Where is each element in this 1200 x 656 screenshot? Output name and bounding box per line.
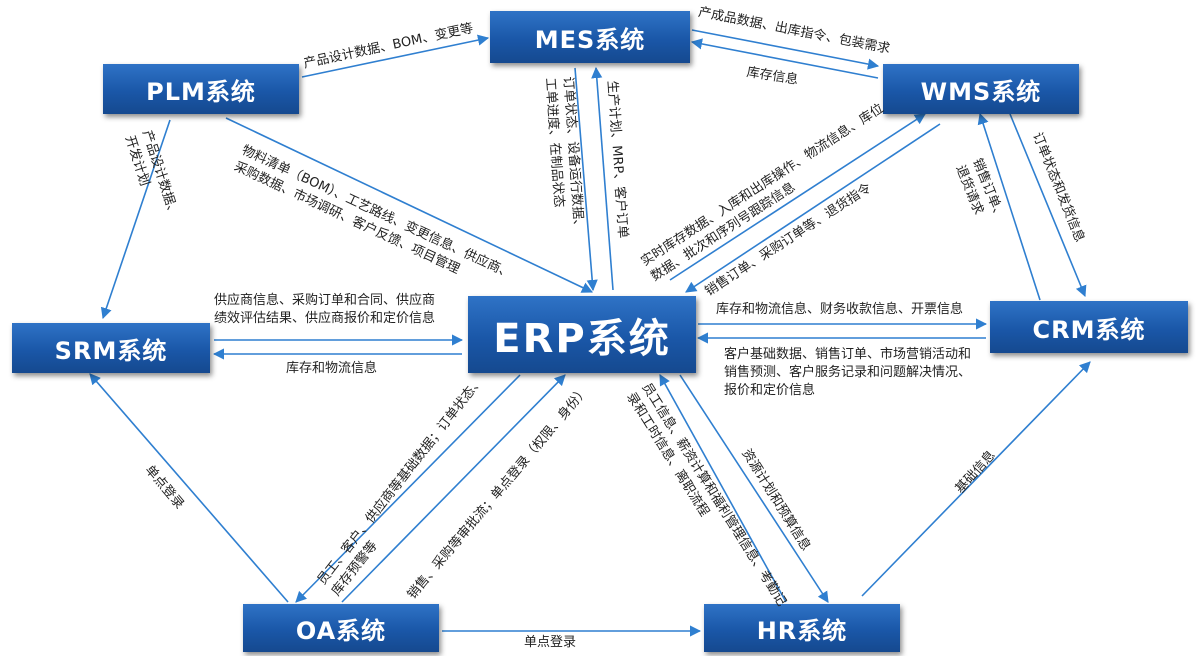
arrow-wms-mes [690,38,879,79]
plm-system-box[interactable]: PLM系统 [103,64,299,114]
label-crm-erp: 客户基础数据、销售订单、市场营销活动和 销售预测、客户服务记录和问题解决情况、 … [724,346,971,400]
label-crm-erp-line-2: 销售预测、客户服务记录和问题解决情况、 [724,365,972,380]
label-erp-srm: 库存和物流信息 [286,361,378,376]
label-srm-erp-line-1: 供应商信息、采购订单和合同、供应商 [214,293,436,308]
label-crm-erp-line-3: 报价和定价信息 [724,383,816,398]
arrow-erp-oa [295,374,521,603]
arrow-oa-srm [89,373,289,603]
label-srm-erp: 供应商信息、采购订单和合同、供应商 绩效评估结果、供应商报价和定价信息 [214,292,435,328]
arrow-erp-mes [591,66,614,291]
arrow-erp-hr [679,374,829,603]
wms-system-box[interactable]: WMS系统 [883,64,1079,114]
hr-system-box[interactable]: HR系统 [704,604,900,652]
crm-system-box[interactable]: CRM系统 [990,301,1188,353]
oa-system-box[interactable]: OA系统 [243,604,439,652]
arrow-wms-crm [1009,113,1087,298]
arrow-hr-erp [659,374,787,603]
arrow-mes-erp [574,67,598,292]
arrow-plm-srm [100,119,171,320]
label-srm-erp-line-2: 绩效评估结果、供应商报价和定价信息 [214,311,436,326]
erp-system-box[interactable]: ERP系统 [468,296,696,373]
arrow-mes-wms [691,29,880,70]
label-crm-erp-line-1: 客户基础数据、销售订单、市场营销活动和 [724,347,972,362]
arrow-hr-crm [861,361,1091,597]
arrow-plm-erp [225,117,594,293]
arrow-plm-mes [301,34,490,78]
arrow-wms-erp [669,113,926,281]
label-erp-crm: 库存和物流信息、财务收款信息、开票信息 [716,302,964,317]
srm-system-box[interactable]: SRM系统 [12,323,210,373]
arrow-erp-wms [685,123,941,293]
arrow-oa-erp [341,374,566,603]
mes-system-box[interactable]: MES系统 [490,11,690,63]
label-oa-hr: 单点登录 [524,635,577,650]
arrow-crm-wms [977,112,1041,301]
